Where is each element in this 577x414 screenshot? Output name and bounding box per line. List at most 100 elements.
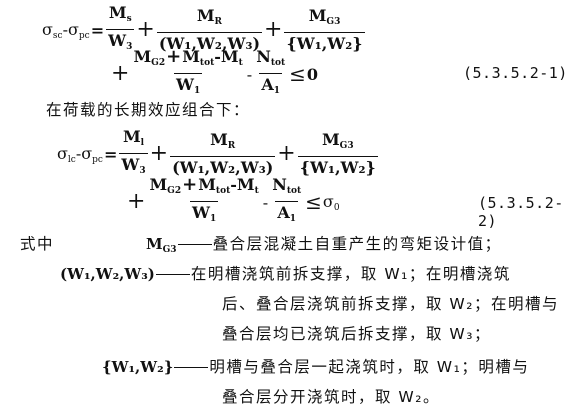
- denominator-symbol: W: [191, 203, 210, 222]
- numerator-symbol: M: [210, 130, 228, 149]
- numerator-symbol: M: [236, 175, 255, 194]
- equals-sign: =: [103, 144, 118, 164]
- sigma-symbol: σ: [68, 19, 79, 39]
- eq2-fraction-3: MG3 {W₁,W₂}: [297, 130, 378, 177]
- numerator-symbol: N: [272, 175, 287, 194]
- minus-sign: -: [262, 192, 269, 212]
- equation-2-number: (5.3.5.2-2): [478, 194, 564, 230]
- numerator-symbol: M: [182, 47, 200, 66]
- numerator-symbol: M: [308, 6, 327, 25]
- definition-w123: (W₁,W₂,W₃)在明槽浇筑前拆支撑，取 W₁；在明槽浇筑: [60, 262, 511, 284]
- subscript: lc: [67, 154, 76, 165]
- equation-1-line-1: σsc-σpc = Ms W3 + MR (W₁,W₂,W₃) + MG3 {W…: [42, 4, 366, 56]
- w123-line-2: 后、叠合层浇筑前拆支撑，取 W₂；在明槽与: [222, 295, 559, 313]
- w123-line-3: 叠合层均已浇筑后拆支撑，取 W₃；: [222, 325, 491, 343]
- denominator-text: (W₁,W₂,W₃): [170, 156, 276, 177]
- less-equal-sign: ≤: [289, 62, 306, 86]
- subscript: tot: [270, 58, 286, 68]
- numerator-symbol: M: [122, 127, 141, 146]
- eq2-fraction-4: MG2+Mtot-Mt W1: [147, 176, 260, 228]
- denominator-text: {W₁,W₂}: [284, 32, 365, 53]
- rhs-value: 0: [306, 64, 319, 84]
- equation-1-number: (5.3.5.2-1): [463, 64, 568, 82]
- denominator-text: (W₁,W₂,W₃): [156, 32, 263, 53]
- subscript: l: [140, 138, 145, 148]
- definition-text: 明槽与叠合层一起浇筑时，取 W₁；明槽与: [209, 358, 530, 376]
- mg3-symbol: MG3: [146, 235, 177, 255]
- w12-label: {W₁,W₂}: [102, 358, 174, 376]
- denominator-symbol: A: [277, 203, 290, 222]
- denominator-symbol: W: [121, 155, 140, 174]
- subscript: G2: [151, 58, 166, 68]
- eq1-fraction-2: MR (W₁,W₂,W₃): [156, 6, 263, 53]
- equation-2-line-2: + MG2+Mtot-Mt W1 - Ntot A1 ≤ σ0: [126, 176, 340, 228]
- eq2-fraction-5: Ntot A1: [270, 176, 303, 228]
- subscript: tot: [215, 186, 231, 196]
- plus-sign: +: [111, 61, 130, 86]
- definition-mg3: MG3 叠合层混凝土自重产生的弯矩设计值；: [146, 232, 502, 255]
- plus-sign: +: [182, 174, 198, 195]
- minus-sign: -: [230, 175, 237, 194]
- subscript: 3: [139, 166, 146, 176]
- minus-sign: -: [246, 64, 253, 84]
- subscript: R: [227, 141, 236, 151]
- sigma-symbol: σ: [322, 191, 334, 211]
- subscript: tot: [286, 186, 302, 196]
- minus-sign: -: [62, 19, 68, 39]
- denominator-symbol: A: [261, 75, 274, 94]
- denominator-symbol: W: [108, 31, 127, 50]
- subscript: 0: [333, 202, 340, 213]
- em-dash: [155, 274, 190, 275]
- numerator-symbol: M: [133, 47, 152, 66]
- sigma-symbol: σ: [57, 143, 68, 163]
- denominator-text: {W₁,W₂}: [297, 156, 378, 177]
- sigma-symbol: σ: [81, 143, 93, 163]
- numerator-symbol: N: [256, 47, 271, 66]
- eq2-rhs: σ0: [323, 192, 340, 213]
- equals-sign: =: [90, 20, 105, 40]
- plus-sign: +: [264, 17, 283, 42]
- minus-sign: -: [75, 143, 82, 163]
- denominator-symbol: W: [175, 75, 194, 94]
- intro-text: 在荷载的长期效应组合下：: [46, 101, 251, 119]
- definition-text: 在明槽浇筑前拆支撑，取 W₁；在明槽浇筑: [190, 265, 511, 283]
- definition-w12: {W₁,W₂} 明槽与叠合层一起浇筑时，取 W₁；明槽与: [102, 355, 529, 377]
- eq2-fraction-2: MR (W₁,W₂,W₃): [170, 130, 276, 177]
- subscript: R: [214, 17, 223, 27]
- subscript: G3: [339, 141, 354, 151]
- subscript: 1: [289, 214, 296, 224]
- eq1-fraction-4: MG2+Mtot-Mt W1: [131, 48, 244, 100]
- symbol-letter: M: [146, 235, 163, 253]
- subscript: sc: [52, 30, 63, 41]
- plus-sign: +: [149, 141, 169, 166]
- where-label: 式中: [20, 235, 55, 253]
- subscript: tot: [199, 58, 215, 68]
- numerator-symbol: M: [321, 130, 340, 149]
- subscript: 3: [126, 42, 133, 52]
- less-equal-sign: ≤: [305, 190, 322, 214]
- sigma-symbol: σ: [42, 19, 53, 39]
- w12-line-2: 叠合层分开浇筑时，取 W₂。: [222, 388, 440, 406]
- subscript: pc: [92, 154, 103, 165]
- plus-sign: +: [127, 189, 146, 214]
- em-dash: [174, 367, 209, 368]
- subscript: pc: [78, 30, 90, 41]
- numerator-symbol: M: [108, 3, 127, 22]
- subscript: 1: [273, 86, 280, 96]
- equation-2-line-1: σlc-σpc = Ml W3 + MR (W₁,W₂,W₃) + MG3 {W…: [57, 128, 379, 180]
- numerator-symbol: M: [220, 47, 239, 66]
- subscript: t: [254, 186, 259, 196]
- eq1-lhs: σsc-σpc: [42, 20, 90, 41]
- numerator-symbol: M: [149, 175, 168, 194]
- eq1-fraction-3: MG3 {W₁,W₂}: [284, 6, 365, 53]
- plus-sign: +: [136, 17, 155, 42]
- subscript: s: [126, 14, 132, 24]
- subscript: G3: [162, 245, 177, 255]
- subscript: 1: [209, 214, 217, 224]
- definition-text: 叠合层混凝土自重产生的弯矩设计值；: [212, 235, 502, 253]
- numerator-symbol: M: [196, 6, 215, 25]
- plus-sign: +: [277, 141, 296, 166]
- subscript: t: [238, 58, 243, 68]
- plus-sign: +: [166, 46, 182, 67]
- equation-1-line-2: + MG2+Mtot-Mt W1 - Ntot A1 ≤ 0: [110, 48, 318, 100]
